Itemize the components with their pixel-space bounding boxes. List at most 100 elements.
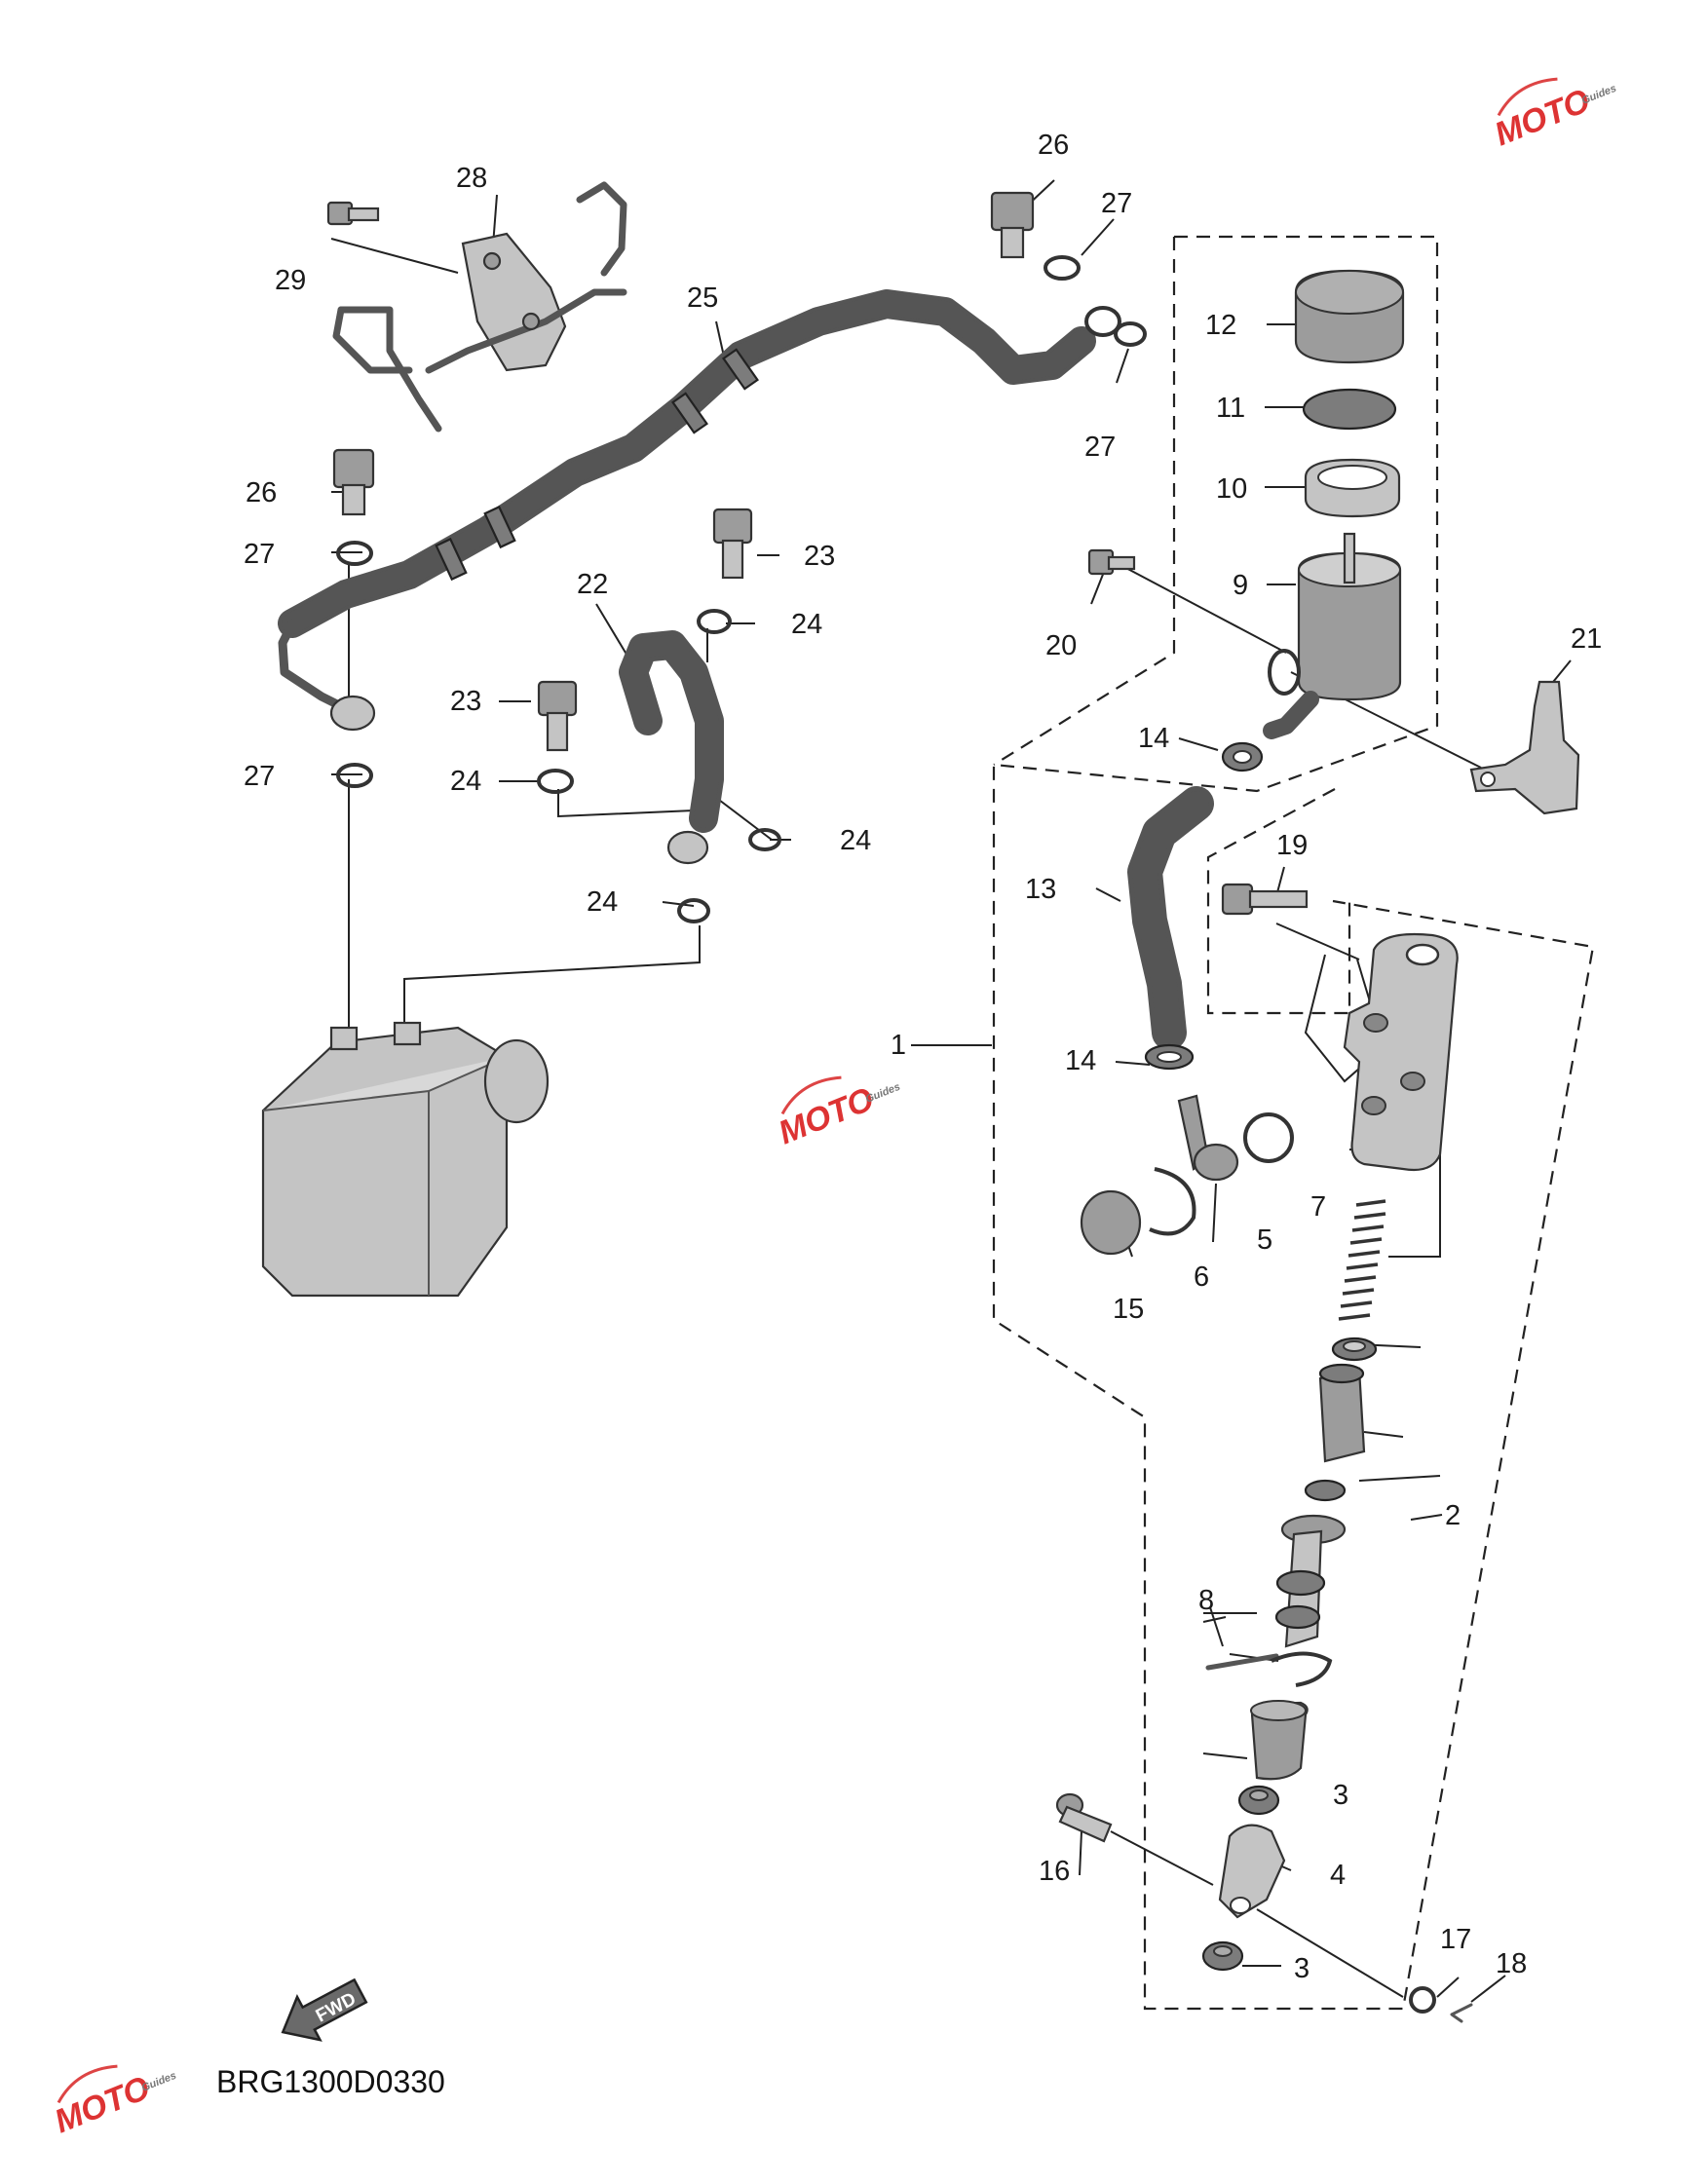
label-25: 25 — [687, 282, 718, 314]
reservoir-9 — [1263, 532, 1402, 739]
label-9: 9 — [1233, 570, 1248, 601]
watermark-text-middle: MOTO — [774, 1080, 879, 1151]
watermark-text-top: MOTO — [1490, 82, 1595, 153]
bracket-21 — [1469, 680, 1580, 815]
label-24a: 24 — [791, 609, 822, 640]
hose-joint-5 — [1177, 1094, 1239, 1182]
nut-3-top — [1237, 1785, 1280, 1816]
label-14-top: 14 — [1138, 723, 1169, 754]
label-13: 13 — [1025, 874, 1056, 905]
brake-hose-25 — [278, 289, 1121, 732]
screw-20 — [1087, 548, 1136, 576]
pin-16 — [1055, 1792, 1113, 1843]
watermark-sub-bottom: Guides — [140, 2070, 178, 2094]
label-28: 28 — [456, 163, 487, 194]
label-1: 1 — [891, 1030, 906, 1061]
label-29: 29 — [275, 265, 306, 296]
label-23-top: 23 — [804, 541, 835, 572]
callout-labels: 1 2 3 3 4 5 6 7 8 9 10 11 12 13 14 14 15… — [244, 130, 1602, 1984]
bolt-19 — [1221, 883, 1309, 916]
label-26-left: 26 — [246, 477, 277, 508]
bolt-29 — [326, 201, 380, 226]
label-8: 8 — [1198, 1585, 1214, 1616]
label-4: 4 — [1330, 1860, 1346, 1891]
label-17: 17 — [1440, 1924, 1471, 1955]
push-rod-8 — [1205, 1653, 1279, 1671]
label-6: 6 — [1194, 1261, 1209, 1293]
label-19: 19 — [1276, 830, 1308, 861]
washer-24a — [697, 609, 732, 634]
washer-24c — [748, 828, 781, 851]
label-12: 12 — [1205, 310, 1236, 341]
washer-27d — [336, 763, 373, 788]
label-15: 15 — [1113, 1294, 1144, 1325]
label-7: 7 — [1310, 1191, 1326, 1223]
spring — [1338, 1199, 1386, 1321]
watermark-logo-top: MOTO Guides — [1490, 77, 1618, 153]
label-27c: 27 — [244, 539, 275, 570]
cotter-pin-18 — [1450, 2003, 1473, 2023]
watermark-logo-bottom: MOTO Guides — [50, 2064, 178, 2140]
cap-15 — [1080, 1189, 1142, 1256]
piston-primary — [1318, 1363, 1366, 1463]
assembly-outline-joint — [1206, 788, 1351, 1015]
washer-27b — [1114, 321, 1147, 347]
washer-27c — [336, 541, 373, 566]
o-ring-7 — [1243, 1112, 1294, 1163]
bracket-28 — [332, 181, 627, 433]
diagram-code: BRG1300D0330 — [216, 2064, 445, 2099]
washer-24d — [677, 898, 710, 923]
label-23-mid: 23 — [450, 686, 481, 717]
label-16: 16 — [1039, 1856, 1070, 1887]
diaphragm-plate-10 — [1304, 458, 1401, 518]
bolt-23-top — [712, 508, 753, 580]
hose-clip-14-bottom — [1144, 1043, 1195, 1071]
label-3-lower: 3 — [1294, 1953, 1309, 1984]
bolt-23-mid — [537, 680, 578, 752]
diaphragm-11 — [1302, 388, 1397, 431]
reservoir-hose-13 — [1127, 786, 1214, 1050]
master-cylinder-body — [1343, 932, 1459, 1172]
label-21: 21 — [1571, 623, 1602, 655]
assembly-outline-reservoir — [992, 235, 1595, 2011]
label-5: 5 — [1257, 1224, 1272, 1256]
label-26-top: 26 — [1038, 130, 1069, 161]
washer-24b — [537, 769, 574, 794]
abs-unit — [261, 1021, 550, 1298]
label-3-upper: 3 — [1333, 1780, 1348, 1811]
circlip — [1271, 1651, 1333, 1687]
spring-seat — [1331, 1337, 1378, 1362]
label-20: 20 — [1045, 630, 1077, 661]
watermark-logo-middle: MOTO Guides — [774, 1075, 902, 1151]
label-27a: 27 — [1101, 188, 1132, 219]
label-27d: 27 — [244, 761, 275, 792]
fwd-arrow: FWD — [281, 1977, 368, 2042]
washer-27a — [1044, 255, 1081, 281]
hose-clip-14-top — [1221, 741, 1264, 772]
circlip-6 — [1149, 1167, 1196, 1236]
label-22: 22 — [577, 569, 608, 600]
reservoir-cap-12 — [1294, 269, 1405, 364]
washer-17 — [1409, 1986, 1436, 2014]
label-10: 10 — [1216, 473, 1247, 505]
label-24d: 24 — [587, 886, 618, 918]
cup-2 — [1304, 1479, 1347, 1502]
watermark-sub-top: Guides — [1580, 83, 1618, 107]
label-14-bottom: 14 — [1065, 1045, 1096, 1076]
assembly-outline-reservoir-top — [993, 237, 1176, 766]
boot — [1250, 1700, 1309, 1781]
piston-assembly — [1274, 1514, 1347, 1648]
clevis-4 — [1218, 1824, 1286, 1919]
label-24b: 24 — [450, 766, 481, 797]
brake-hose-22 — [619, 630, 724, 865]
watermark-sub-middle: Guides — [864, 1081, 902, 1106]
nut-3-bottom — [1201, 1940, 1244, 1972]
label-11: 11 — [1216, 393, 1245, 424]
label-24c: 24 — [840, 825, 871, 856]
watermark-text-bottom: MOTO — [50, 2069, 155, 2140]
label-18: 18 — [1496, 1948, 1527, 1979]
bolt-26-left — [332, 448, 375, 516]
label-27b: 27 — [1084, 432, 1116, 463]
label-2: 2 — [1445, 1500, 1461, 1531]
